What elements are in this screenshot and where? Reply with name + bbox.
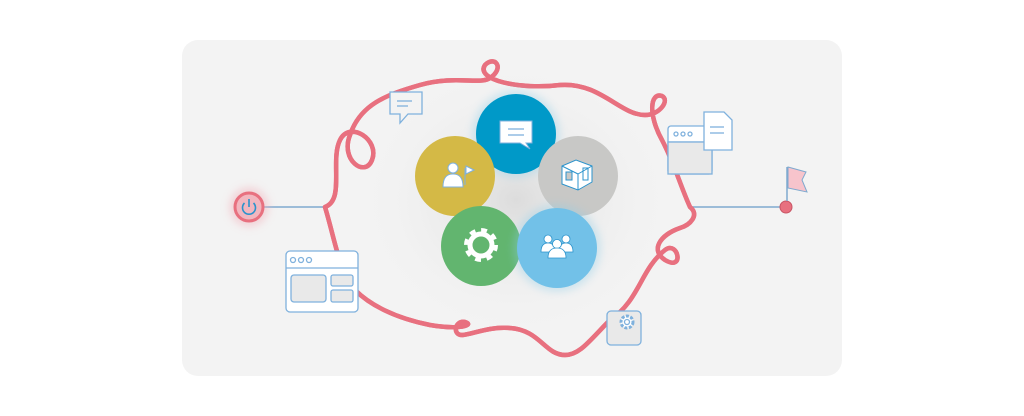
chat-icon — [389, 91, 423, 125]
node-person-flag[interactable] — [415, 136, 495, 216]
person-flag-icon — [442, 162, 476, 188]
document-icon — [703, 111, 733, 151]
center-glow — [356, 60, 676, 340]
winding-path — [322, 61, 694, 358]
node-chat[interactable] — [472, 90, 560, 178]
3d-room-icon — [561, 159, 593, 191]
end-flag — [779, 166, 808, 214]
node-room[interactable] — [538, 136, 618, 216]
browser-layout-icon — [285, 250, 359, 313]
node-team[interactable] — [513, 204, 601, 292]
settings-box-icon — [606, 310, 642, 346]
node-settings[interactable] — [441, 206, 521, 286]
power-icon — [241, 199, 257, 215]
power-start-button[interactable] — [229, 187, 269, 227]
gear-icon — [464, 228, 498, 262]
flag-icon — [787, 166, 808, 193]
browser-window-icon — [667, 125, 713, 175]
team-icon — [540, 234, 574, 259]
chat-bubble-icon — [499, 120, 533, 150]
